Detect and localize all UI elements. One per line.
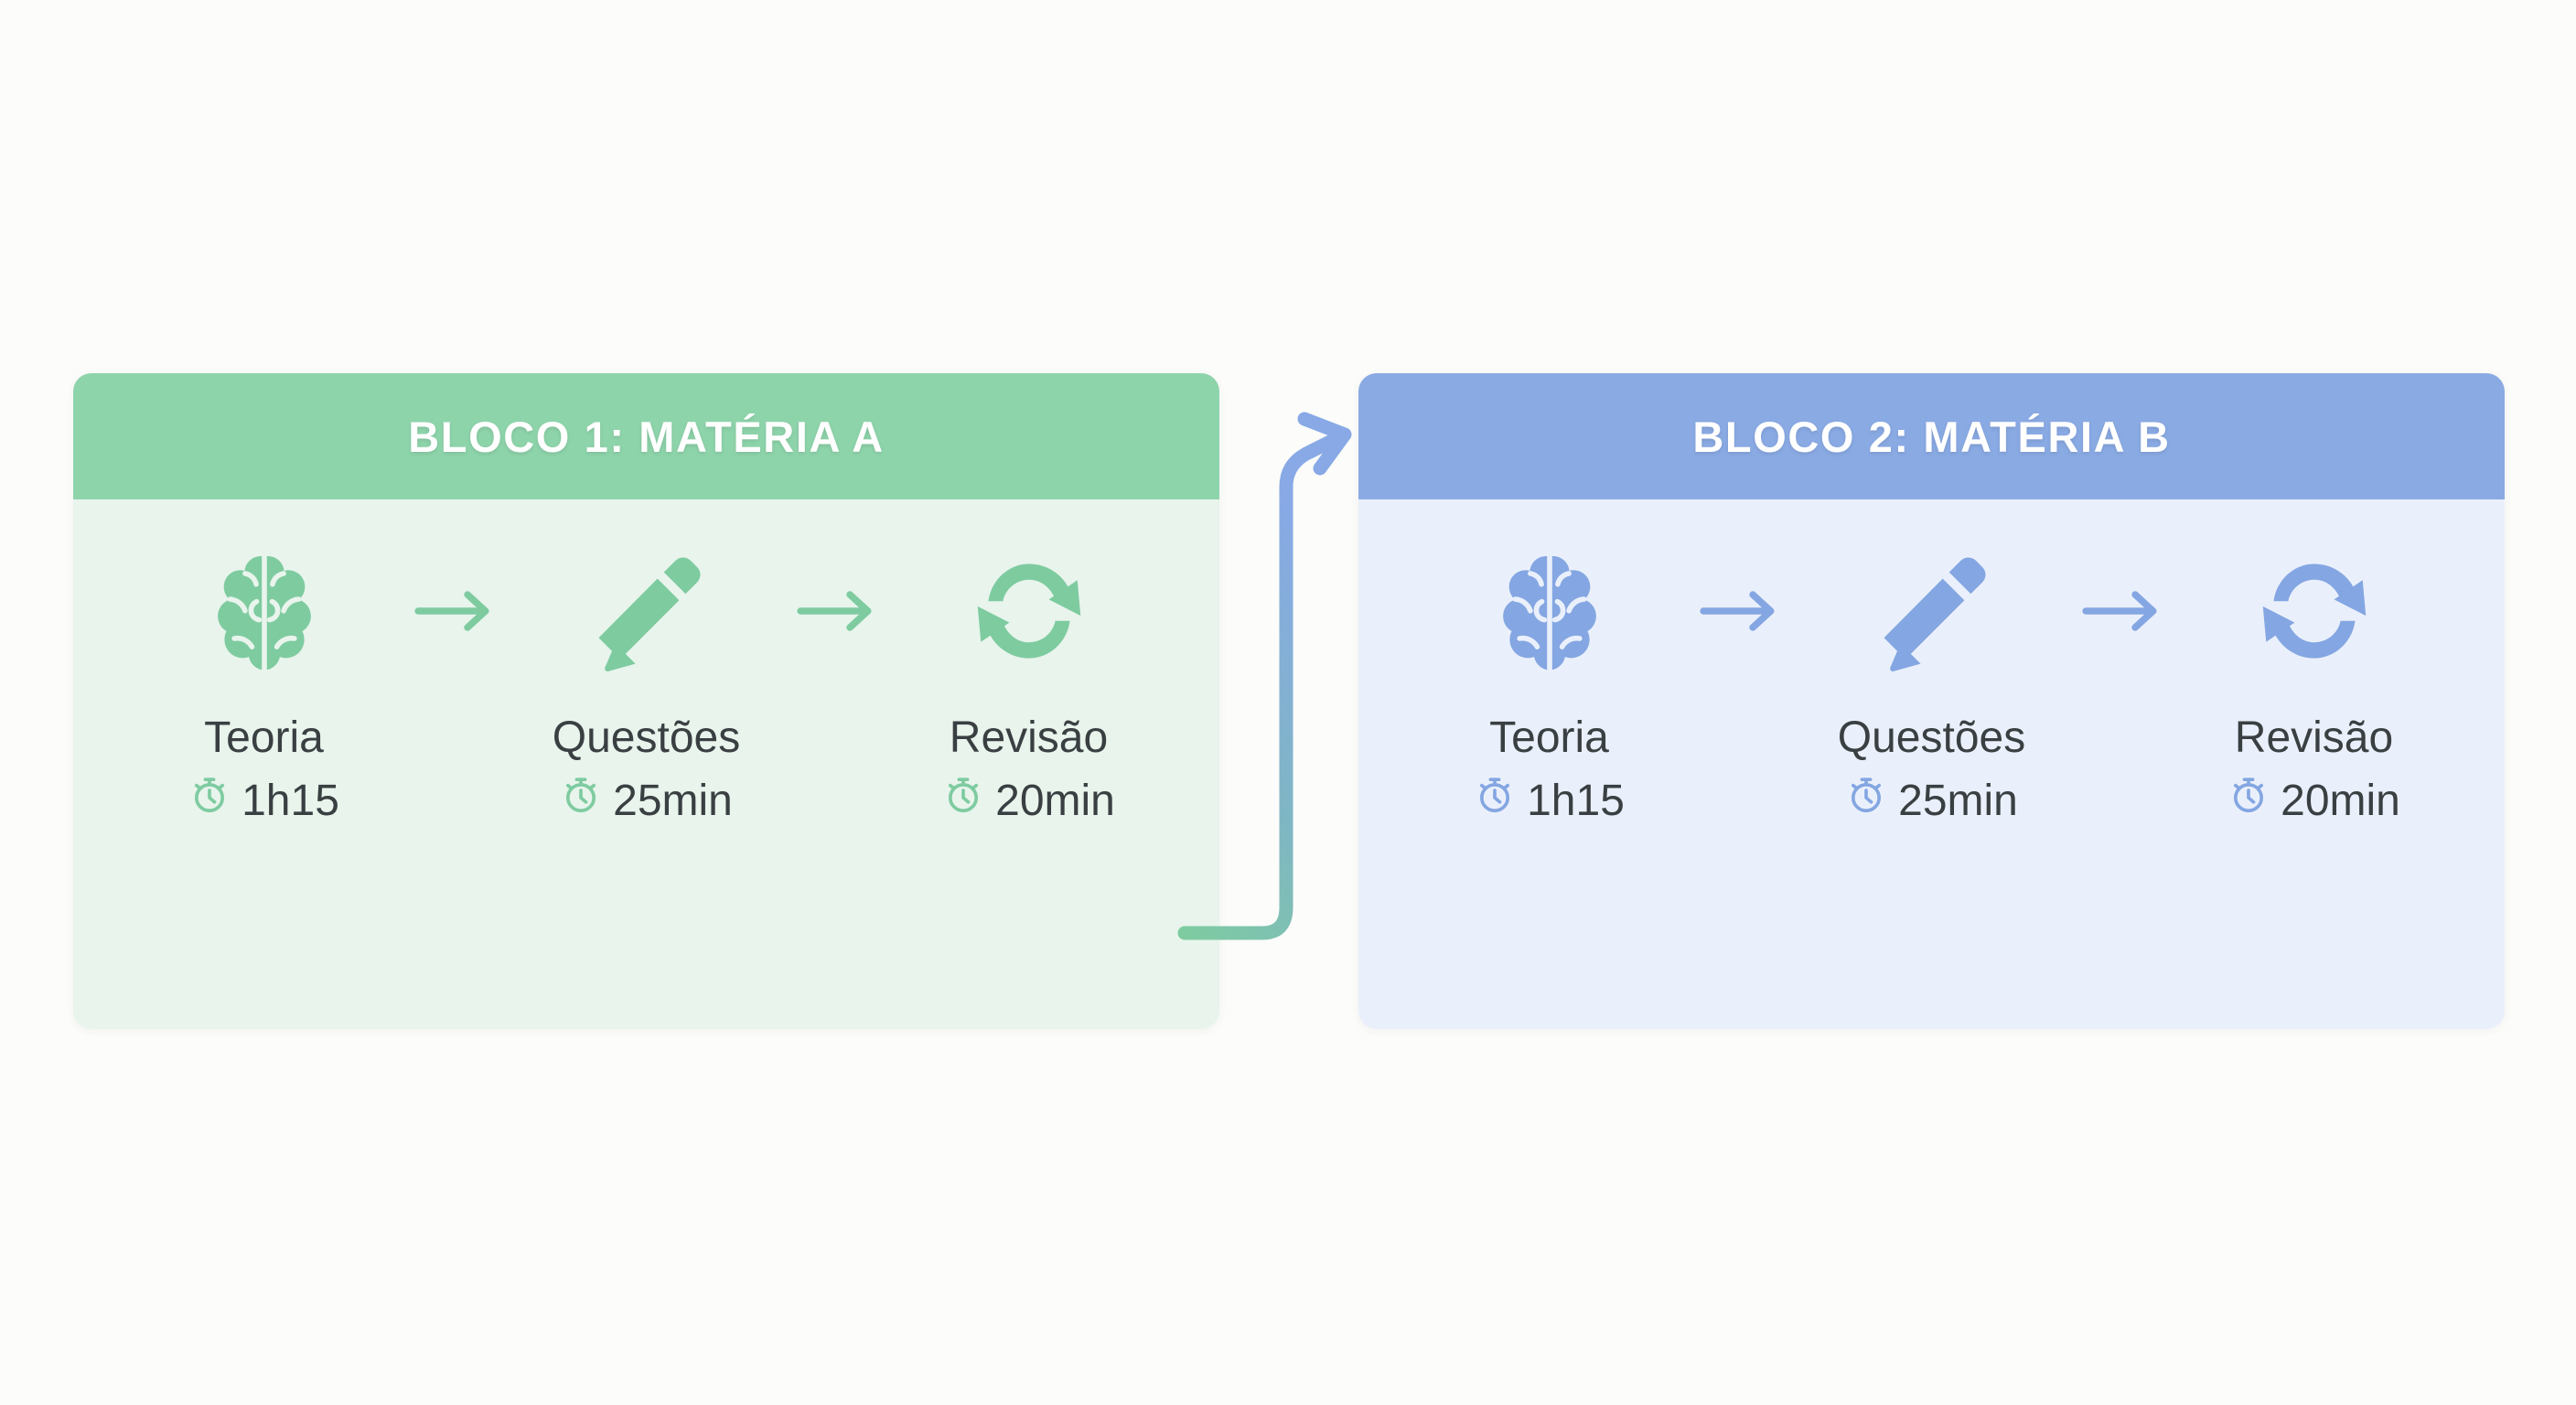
step-duration-text: 25min: [613, 776, 733, 825]
block-card-bloco-2[interactable]: BLOCO 2: MATÉRIA B: [1358, 373, 2505, 1029]
step-label: Questões: [552, 713, 741, 762]
block-card-bloco-1[interactable]: BLOCO 1: MATÉRIA A: [73, 373, 1219, 1029]
step-duration-text: 25min: [1898, 776, 2018, 825]
stopwatch-icon: [188, 774, 231, 827]
step-questoes[interactable]: Questões 25min: [510, 538, 784, 827]
step-questoes[interactable]: Questões 25min: [1795, 538, 2069, 827]
stopwatch-icon: [1845, 774, 1887, 827]
stopwatch-icon: [1474, 774, 1516, 827]
step-teoria[interactable]: Teoria 1h15: [127, 538, 402, 827]
step-duration-text: 20min: [995, 776, 1115, 825]
arrow-right-icon: [402, 538, 510, 684]
step-duration: 1h15: [188, 774, 339, 827]
arrow-right-icon: [784, 538, 892, 684]
step-duration: 20min: [942, 774, 1115, 827]
step-label: Questões: [1837, 713, 2026, 762]
step-revisao[interactable]: Revisão 20min: [2177, 538, 2452, 827]
step-label: Teoria: [204, 713, 324, 762]
pencil-icon: [578, 538, 715, 684]
block-header-bloco-1: BLOCO 1: MATÉRIA A: [73, 373, 1219, 499]
step-label: Teoria: [1489, 713, 1609, 762]
step-duration-text: 20min: [2281, 776, 2400, 825]
step-duration-text: 1h15: [242, 776, 339, 825]
block-title: BLOCO 2: MATÉRIA B: [1692, 412, 2171, 461]
step-duration: 20min: [2227, 774, 2400, 827]
block-header-bloco-2: BLOCO 2: MATÉRIA B: [1358, 373, 2505, 499]
step-label: Revisão: [949, 713, 1109, 762]
step-teoria[interactable]: Teoria 1h15: [1412, 538, 1687, 827]
arrow-right-icon: [1687, 538, 1795, 684]
stopwatch-icon: [942, 774, 984, 827]
pencil-icon: [1863, 538, 2001, 684]
refresh-icon: [2246, 538, 2383, 684]
step-duration: 25min: [1845, 774, 2018, 827]
step-duration: 25min: [560, 774, 733, 827]
brain-icon: [1481, 538, 1618, 684]
step-label: Revisão: [2234, 713, 2394, 762]
stopwatch-icon: [560, 774, 602, 827]
step-duration: 1h15: [1474, 774, 1625, 827]
arrow-right-icon: [2069, 538, 2177, 684]
block-title: BLOCO 1: MATÉRIA A: [408, 412, 885, 461]
brain-icon: [196, 538, 333, 684]
step-revisao[interactable]: Revisão 20min: [892, 538, 1166, 827]
block-steps-bloco-1: Teoria 1h15: [73, 499, 1219, 1029]
step-duration-text: 1h15: [1527, 776, 1625, 825]
stopwatch-icon: [2227, 774, 2270, 827]
refresh-icon: [961, 538, 1098, 684]
block-steps-bloco-2: Teoria 1h15: [1358, 499, 2505, 1029]
